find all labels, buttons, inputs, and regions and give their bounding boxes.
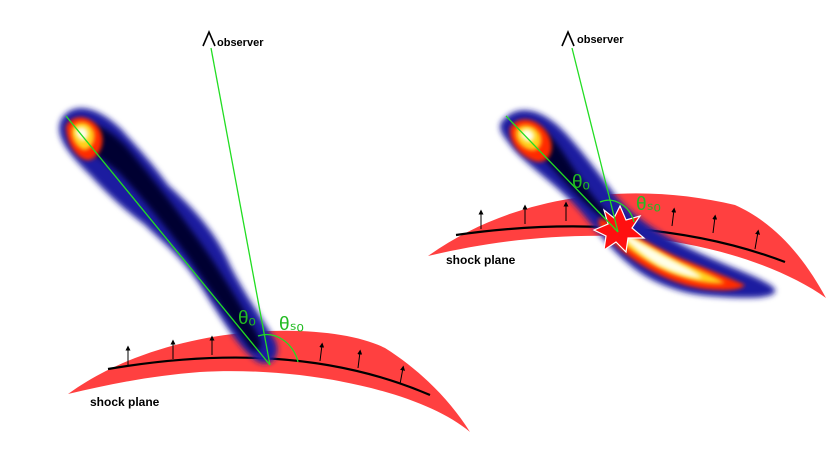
- right-jet-axis-line: [505, 115, 619, 233]
- right-theta-so-label: θₛₒ: [636, 194, 661, 215]
- right-observer-label: observer: [577, 34, 624, 46]
- left-shock-band: [68, 330, 470, 432]
- right-observer-icon: [561, 29, 575, 47]
- left-shock-label: shock plane: [90, 395, 160, 409]
- left-theta-o-label: θₒ: [238, 308, 256, 329]
- left-panel: observer θₒ θₛₒ shock plane: [59, 29, 470, 432]
- right-shock-band: [428, 193, 826, 298]
- right-observer-line: [571, 47, 619, 233]
- right-shock-label: shock plane: [446, 253, 516, 267]
- shock-interaction-burst: [592, 204, 646, 254]
- left-observer-label: observer: [217, 37, 264, 49]
- right-shock-normals: [478, 201, 761, 250]
- right-panel: observer θₒ θₛₒ shock plane: [428, 29, 826, 298]
- left-jet-axis-line: [65, 115, 271, 366]
- left-theta-so-label: θₛₒ: [279, 314, 304, 335]
- right-theta-o-label: θₒ: [572, 172, 590, 193]
- right-theta-so-arc: [599, 199, 635, 223]
- left-shock-normals: [125, 335, 405, 385]
- left-observer-icon: [202, 29, 216, 47]
- left-theta-so-arc: [257, 334, 299, 363]
- left-observer-line: [210, 47, 271, 366]
